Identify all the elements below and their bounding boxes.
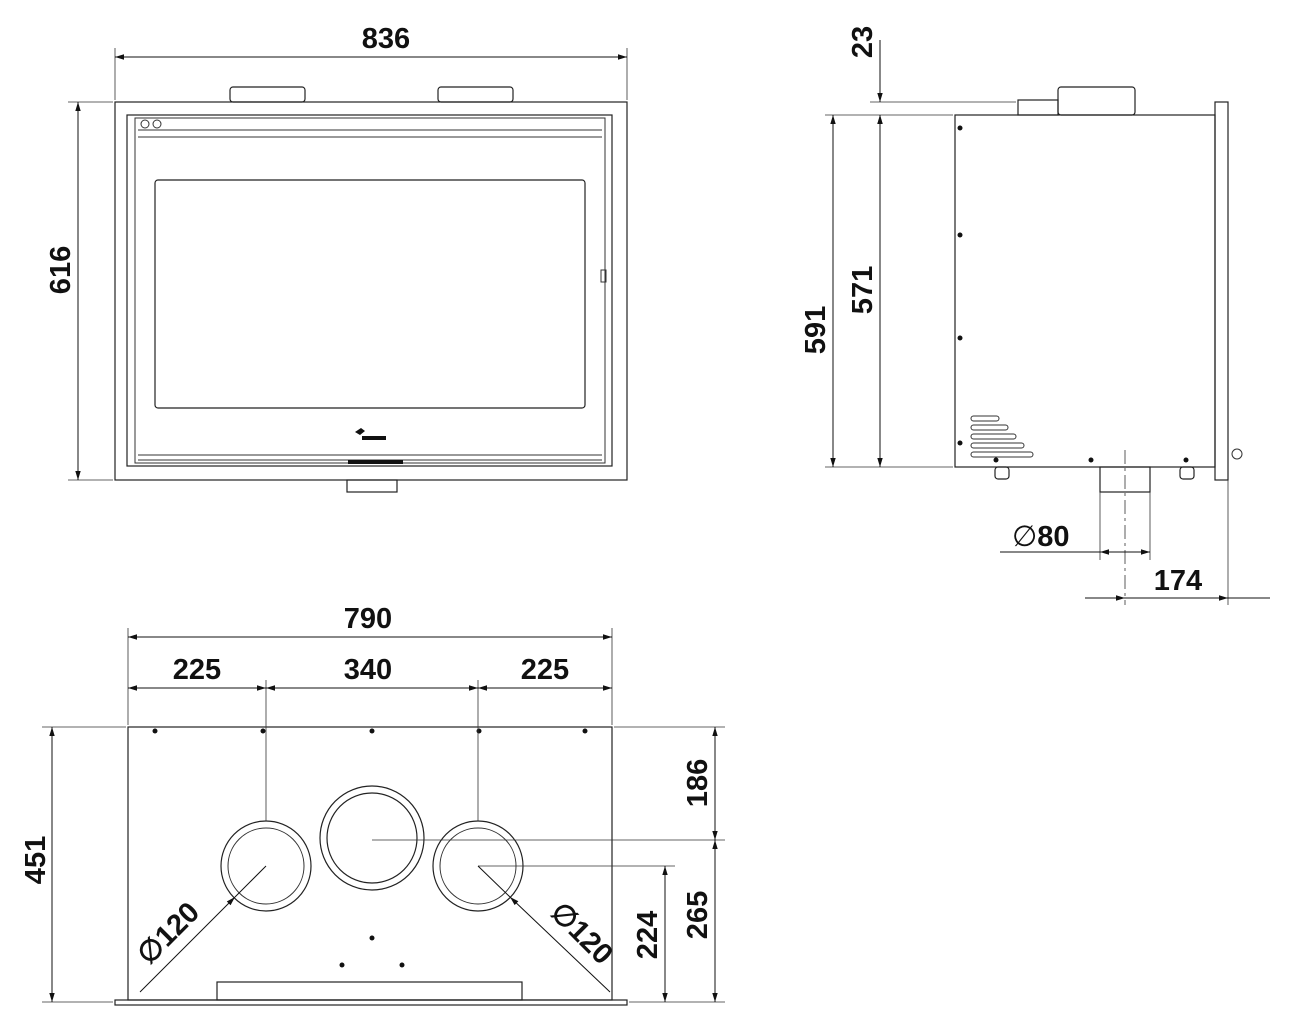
dimension-body-height: 571 bbox=[847, 266, 879, 314]
dimension-width: 836 bbox=[362, 23, 410, 55]
dimension-left-spacing: 225 bbox=[173, 654, 221, 686]
dimension-height: 616 bbox=[45, 246, 77, 294]
handle bbox=[348, 460, 403, 464]
top-collar bbox=[1057, 86, 1136, 116]
door-frame bbox=[126, 114, 613, 467]
dimension-flue-offset: 174 bbox=[1154, 565, 1202, 597]
central-flue bbox=[319, 785, 425, 891]
base-lip bbox=[114, 999, 628, 1006]
outer-frame bbox=[114, 101, 628, 481]
dimension-front-to-center: 186 bbox=[682, 759, 714, 807]
bottom-collar bbox=[346, 479, 398, 493]
bottom-body bbox=[127, 726, 613, 1001]
dimension-total-height: 591 bbox=[800, 306, 832, 354]
flue-outlet bbox=[1099, 466, 1151, 493]
dimension-bottom-width: 790 bbox=[344, 603, 392, 635]
front-view: 836 616 bbox=[45, 23, 628, 493]
dimension-center-spacing: 340 bbox=[344, 654, 392, 686]
bottom-view: 790 225 340 225 451 186 265 224 ∅120 ∅12… bbox=[20, 603, 725, 1006]
dimension-flue-diameter: ∅80 bbox=[1012, 521, 1070, 553]
top-collar-left bbox=[229, 86, 306, 103]
brand-logo bbox=[355, 428, 386, 440]
dimension-top-offset: 23 bbox=[847, 26, 879, 58]
vent-slots bbox=[970, 415, 1034, 458]
dimension-left-duct-diameter: ∅120 bbox=[131, 896, 206, 971]
dimension-depth: 451 bbox=[20, 836, 52, 884]
top-collar-right bbox=[437, 86, 514, 103]
dimension-right-duct-diameter: ∅120 bbox=[544, 896, 619, 971]
ash-tray bbox=[216, 981, 523, 1001]
side-view: 23 571 591 ∅80 174 bbox=[800, 26, 1270, 605]
front-plate bbox=[1214, 101, 1229, 481]
dimension-rear-to-center: 265 bbox=[682, 891, 714, 939]
dimension-right-spacing: 225 bbox=[521, 654, 569, 686]
glass-panel bbox=[154, 179, 586, 409]
dimension-rear-to-side-ducts: 224 bbox=[632, 911, 664, 959]
side-body bbox=[954, 114, 1216, 468]
